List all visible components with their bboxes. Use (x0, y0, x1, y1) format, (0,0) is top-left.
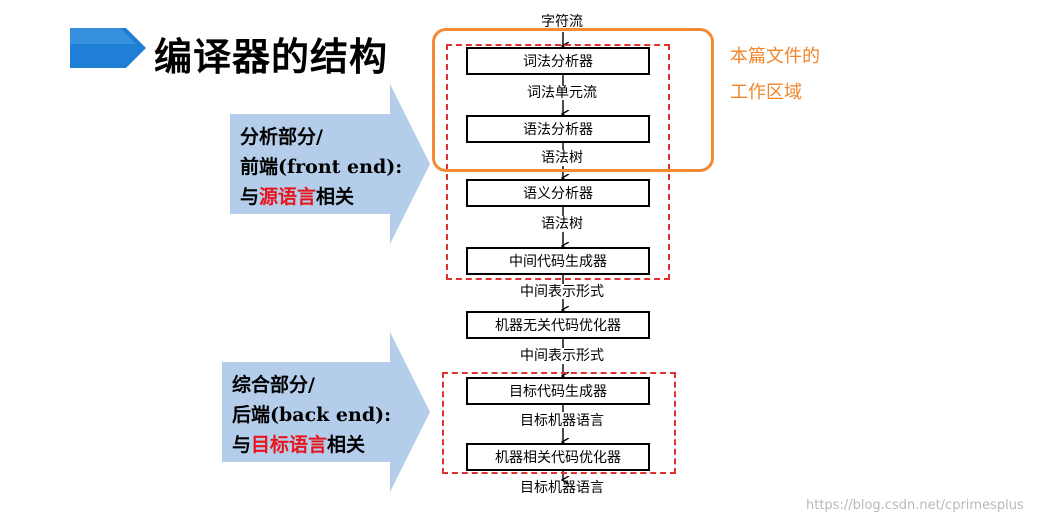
lexer-box: 词法分析器 (466, 47, 650, 75)
flow-label-target-1: 目标机器语言 (520, 413, 604, 429)
front-end-line3: 与源语言相关 (240, 186, 355, 208)
source-language-highlight: 源语言 (259, 186, 317, 208)
flow-label-ir-2: 中间表示形式 (520, 348, 604, 364)
front-end-arrow-icon (230, 84, 430, 244)
parser-box: 语法分析器 (466, 115, 650, 143)
code-generator-box: 目标代码生成器 (466, 377, 650, 405)
machine-independent-optimizer-box: 机器无关代码优化器 (466, 311, 650, 339)
flow-label-token-stream: 词法单元流 (527, 85, 597, 101)
page-title: 编译器的结构 (154, 35, 389, 79)
flow-label-syntax-tree-2: 语法树 (541, 216, 583, 232)
machine-dependent-optimizer-box: 机器相关代码优化器 (466, 443, 650, 471)
back-end-line3: 与目标语言相关 (232, 434, 366, 456)
intermediate-code-generator-box: 中间代码生成器 (466, 247, 650, 275)
flow-label-ir-1: 中间表示形式 (520, 284, 604, 300)
back-end-arrow-icon (222, 332, 430, 492)
front-end-line1: 分析部分/ (240, 126, 323, 148)
flow-label-target-2: 目标机器语言 (520, 480, 604, 496)
front-end-label: 分析部分/ 前端(front end): 与源语言相关 (240, 122, 402, 212)
back-end-line1: 综合部分/ (232, 374, 315, 396)
flow-label-syntax-tree-1: 语法树 (541, 150, 583, 166)
semantic-analyzer-box: 语义分析器 (466, 179, 650, 207)
work-area-note-line1: 本篇文件的 (730, 46, 820, 67)
title-chevron-icon (70, 28, 146, 68)
front-end-line2: 前端(front end): (240, 156, 403, 178)
back-end-label: 综合部分/ 后端(back end): 与目标语言相关 (232, 370, 391, 460)
flow-label-input: 字符流 (541, 14, 583, 30)
front-end-dashed-region (446, 44, 670, 280)
work-area-highlight (432, 28, 714, 172)
back-end-line2: 后端(back end): (232, 404, 392, 426)
back-end-dashed-region (442, 372, 676, 474)
work-area-note-line2: 工作区域 (730, 82, 802, 103)
target-language-highlight: 目标语言 (251, 434, 328, 456)
watermark: https://blog.csdn.net/cprimesplus (806, 498, 1024, 513)
